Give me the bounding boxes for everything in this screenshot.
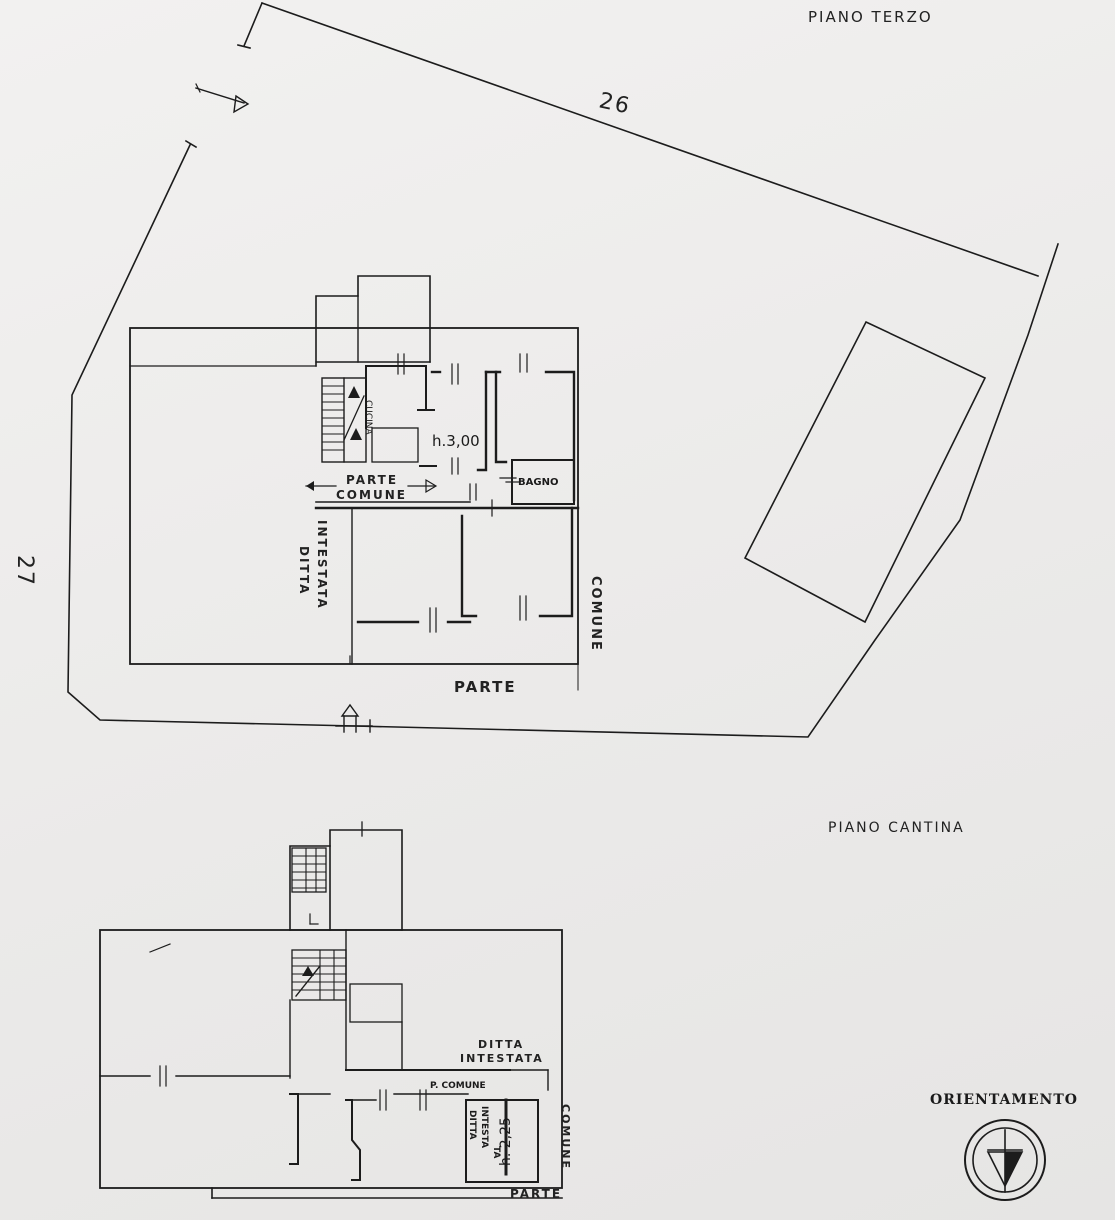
right-common-label: COMUNE bbox=[588, 576, 603, 652]
bath-label: BAGNO bbox=[518, 477, 558, 488]
upper-staircase bbox=[321, 377, 419, 463]
cellar-right-common-label: COMUNE bbox=[559, 1104, 572, 1170]
common-part-label-1: PARTE bbox=[346, 473, 398, 487]
cellar-floor-title: PIANO CANTINA bbox=[828, 820, 965, 836]
upper-height-label: h.3,00 bbox=[432, 432, 480, 450]
cellar-owner-vertical-3: TA bbox=[491, 1146, 501, 1158]
cellar-bottom-part-label: PARTE bbox=[510, 1187, 562, 1201]
upper-floor-title: PIANO TERZO bbox=[808, 8, 933, 26]
upper-building-outline bbox=[129, 275, 579, 665]
outbuilding bbox=[743, 320, 987, 624]
site-boundary bbox=[67, 1, 1060, 738]
cellar-building-outline bbox=[99, 821, 563, 1199]
entrance-marker-icon bbox=[335, 703, 373, 733]
corridor-arrow-icons bbox=[305, 478, 521, 494]
cellar-owner-vertical-1: DITTA bbox=[467, 1110, 477, 1140]
upper-interior-walls bbox=[314, 353, 580, 691]
cellar-owner-label-2: INTESTATA bbox=[460, 1052, 544, 1065]
orientation-label: ORIENTAMENTO bbox=[930, 1092, 1078, 1108]
cellar-height-label: h. 2,25 bbox=[498, 1117, 514, 1166]
kitchen-label: CUCINA bbox=[363, 400, 373, 436]
owner-label-1: DITTA bbox=[297, 546, 311, 595]
boundary-dimension-left: 27 bbox=[12, 555, 37, 587]
boundary-dimension-top: 26 bbox=[597, 88, 633, 119]
cellar-interior-walls bbox=[99, 929, 549, 1183]
owner-label-2: INTESTATA bbox=[315, 520, 329, 610]
cellar-staircase bbox=[291, 847, 347, 1001]
common-part-label-2: COMUNE bbox=[336, 488, 407, 502]
cellar-owner-vertical-2: INTESTA bbox=[479, 1106, 489, 1148]
compass-icon bbox=[964, 1119, 1046, 1201]
cellar-common-small-label: P. COMUNE bbox=[430, 1081, 486, 1091]
cellar-owner-label-1: DITTA bbox=[478, 1038, 524, 1051]
north-arrow-icon bbox=[195, 83, 250, 114]
bottom-part-label: PARTE bbox=[454, 678, 517, 696]
